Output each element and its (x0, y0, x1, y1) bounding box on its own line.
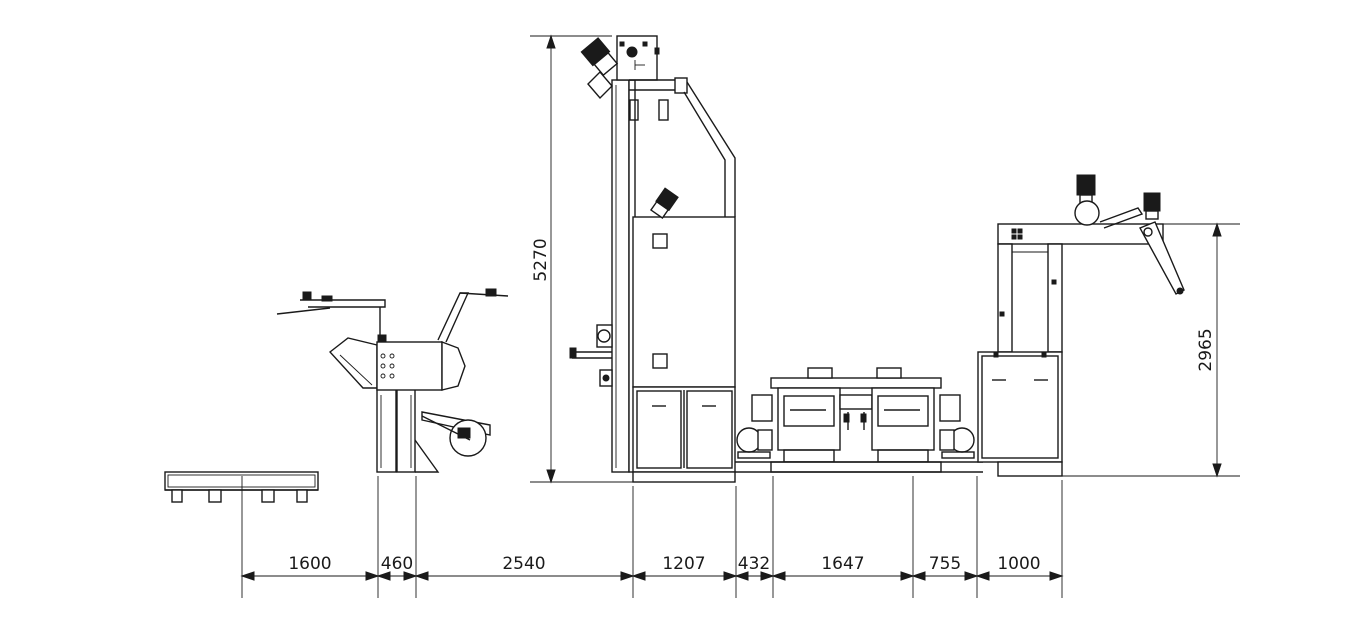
wash-units (735, 367, 983, 473)
infeed-unit (276, 288, 509, 473)
tower-height-dimension: 5270 (530, 34, 633, 484)
dim-label-7: 755 (929, 554, 961, 574)
tower-height-label: 5270 (531, 238, 551, 281)
dim-label-8: 1000 (997, 554, 1040, 574)
exit-height-label: 2965 (1196, 328, 1216, 371)
loading-platform (164, 471, 319, 503)
dim-label-3: 2540 (502, 554, 545, 574)
dim-label-6: 1647 (821, 554, 864, 574)
dim-label-5: 432 (738, 554, 770, 574)
tower-unit (569, 35, 736, 483)
exit-height-dimension: 2965 (1062, 222, 1240, 478)
horizontal-dimension-chain: 1600 460 2540 1207 432 1647 755 1000 (240, 476, 1064, 598)
exit-unit (977, 174, 1185, 477)
dim-label-2: 460 (381, 554, 413, 574)
dim-label-4: 1207 (662, 554, 705, 574)
dim-label-1: 1600 (288, 554, 331, 574)
